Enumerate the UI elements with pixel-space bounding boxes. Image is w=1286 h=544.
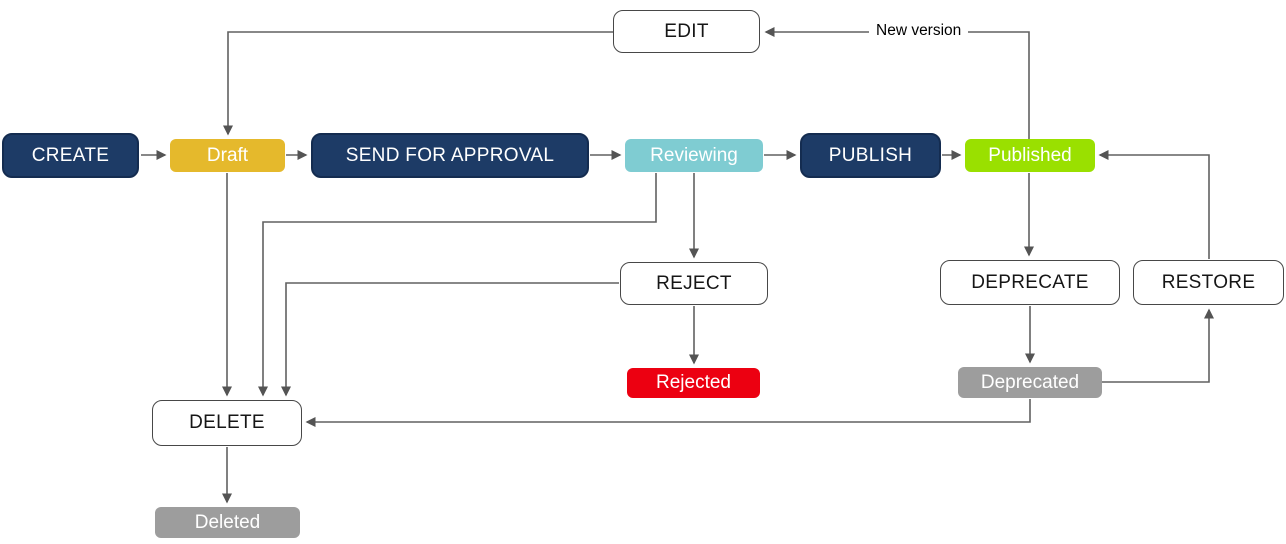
node-deprecated-state: Deprecated — [958, 367, 1102, 398]
node-delete-action: DELETE — [152, 400, 302, 446]
node-rejected-state: Rejected — [627, 368, 760, 398]
new-version-edge-label: New version — [869, 22, 969, 40]
edge-deprecated-to-restore — [1102, 308, 1214, 383]
edge-restore-to-published — [1098, 150, 1210, 259]
node-published-state: Published — [965, 139, 1095, 172]
node-reject-action: REJECT — [620, 262, 768, 305]
edge-published-to-edit — [764, 27, 1030, 139]
edge-reject-to-delete — [281, 282, 619, 397]
node-create-action: CREATE — [2, 133, 139, 178]
node-edit-action: EDIT — [613, 10, 760, 53]
node-deprecate-action: DEPRECATE — [940, 260, 1120, 305]
node-deleted-state: Deleted — [155, 507, 300, 538]
edge-edit-to-draft — [223, 31, 613, 136]
edge-reviewing-to-delete — [258, 173, 657, 397]
node-draft-state: Draft — [170, 139, 285, 172]
edge-deprecated-to-delete — [305, 399, 1031, 427]
node-restore-action: RESTORE — [1133, 260, 1284, 305]
node-reviewing-state: Reviewing — [625, 139, 763, 172]
node-send-for-approval-action: SEND FOR APPROVAL — [311, 133, 589, 178]
node-publish-action: PUBLISH — [800, 133, 941, 178]
